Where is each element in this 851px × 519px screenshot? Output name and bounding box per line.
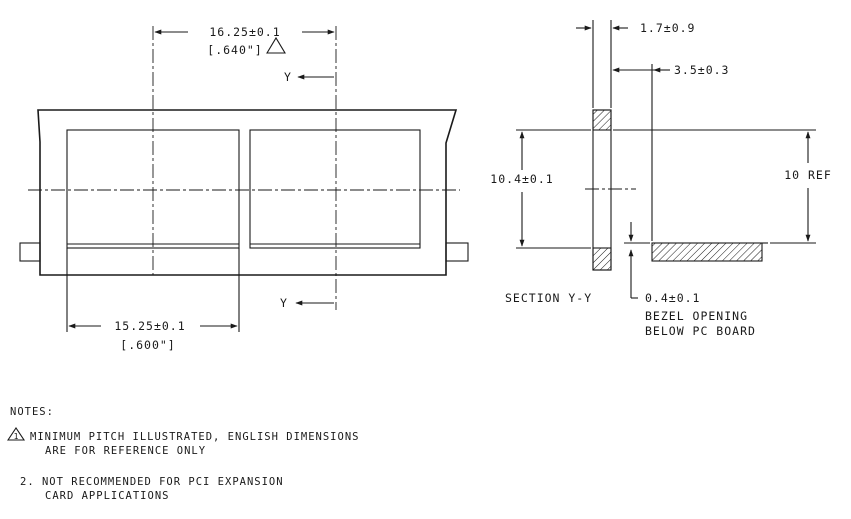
note-triangle-icon: 1 [6, 427, 26, 441]
note2-line1: 2. NOT RECOMMENDED FOR PCI EXPANSION [20, 476, 284, 488]
notes-heading: NOTES: [10, 406, 54, 418]
front-view: 16.25±0.1 [.640"] Y Y 15.25±0.1 [.600"] [19, 25, 469, 352]
left-tab [19, 242, 41, 262]
bezel-wall [592, 109, 612, 271]
right-tab [445, 242, 469, 262]
right-slot [249, 129, 421, 249]
thickness-label: 1.7±0.9 [640, 21, 695, 35]
pitch-english-label: [.640"] [207, 43, 262, 57]
reference-triangle-icon [266, 36, 286, 54]
bezel-note-line1: BEZEL OPENING [645, 309, 748, 323]
section-marker-bottom: Y [280, 296, 288, 310]
notes-block: NOTES: 1 MINIMUM PITCH ILLUSTRATED, ENGL… [6, 406, 359, 502]
bezel-gap-label: 0.4±0.1 [645, 291, 700, 305]
section-view: 1.7±0.9 3.5±0.3 10.4±0.1 10 REF 0.4±0.1 … [490, 20, 831, 338]
pc-board [651, 242, 763, 262]
note1-line2: ARE FOR REFERENCE ONLY [45, 445, 206, 457]
note1-line1: MINIMUM PITCH ILLUSTRATED, ENGLISH DIMEN… [30, 431, 359, 443]
note2-line2: CARD APPLICATIONS [45, 490, 169, 502]
bezel-outline [37, 109, 458, 276]
hatch-top [592, 109, 612, 131]
width-english-label: [.600"] [120, 338, 175, 352]
pitch-metric-label: 16.25±0.1 [209, 25, 280, 39]
height-label: 10.4±0.1 [490, 172, 553, 186]
section-title: SECTION Y-Y [505, 291, 592, 305]
section-marker-top: Y [284, 70, 292, 84]
ref-height-label: 10 REF [784, 168, 832, 182]
note1-marker: 1 [14, 432, 19, 441]
hatch-bottom [592, 247, 612, 271]
width-metric-label: 15.25±0.1 [114, 319, 185, 333]
depth-label: 3.5±0.3 [674, 63, 729, 77]
bezel-note-line2: BELOW PC BOARD [645, 324, 756, 338]
